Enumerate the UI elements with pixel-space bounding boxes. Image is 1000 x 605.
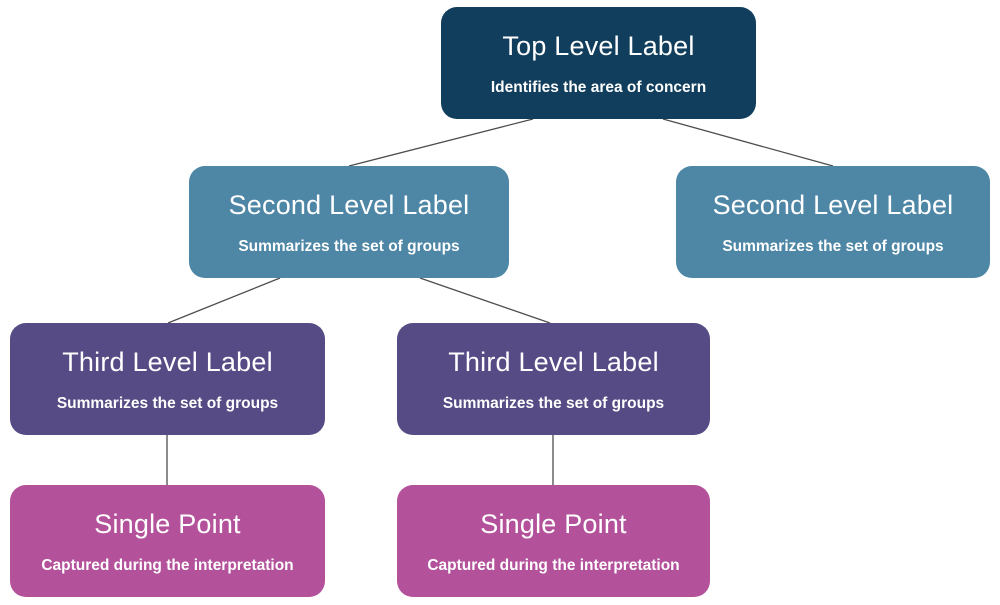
node-subtitle: Summarizes the set of groups <box>442 394 665 412</box>
connector-top-to-second-right <box>662 118 834 167</box>
node-second-level-left[interactable]: Second Level Label Summarizes the set of… <box>189 166 509 278</box>
node-third-level-right[interactable]: Third Level Label Summarizes the set of … <box>397 323 710 435</box>
connector-second-to-third-left <box>167 277 281 324</box>
node-third-level-left[interactable]: Third Level Label Summarizes the set of … <box>10 323 325 435</box>
node-single-point-right[interactable]: Single Point Captured during the interpr… <box>397 485 710 597</box>
node-title: Top Level Label <box>502 30 695 61</box>
node-title: Second Level Label <box>228 189 470 220</box>
node-title: Single Point <box>480 508 627 539</box>
node-title: Third Level Label <box>448 346 659 377</box>
node-top-level[interactable]: Top Level Label Identifies the area of c… <box>441 7 756 119</box>
node-title: Third Level Label <box>62 346 273 377</box>
connector-second-to-third-right <box>419 277 551 324</box>
node-title: Second Level Label <box>712 189 954 220</box>
node-single-point-left[interactable]: Single Point Captured during the interpr… <box>10 485 325 597</box>
connector-top-to-second-left <box>348 118 534 167</box>
node-subtitle: Summarizes the set of groups <box>722 237 944 255</box>
node-subtitle: Identifies the area of concern <box>490 78 707 96</box>
node-subtitle: Captured during the interpretation <box>427 556 680 574</box>
node-subtitle: Summarizes the set of groups <box>56 394 279 412</box>
node-title: Single Point <box>94 508 241 539</box>
node-subtitle: Captured during the interpretation <box>41 556 294 574</box>
node-second-level-right[interactable]: Second Level Label Summarizes the set of… <box>676 166 990 278</box>
node-subtitle: Summarizes the set of groups <box>238 237 460 255</box>
